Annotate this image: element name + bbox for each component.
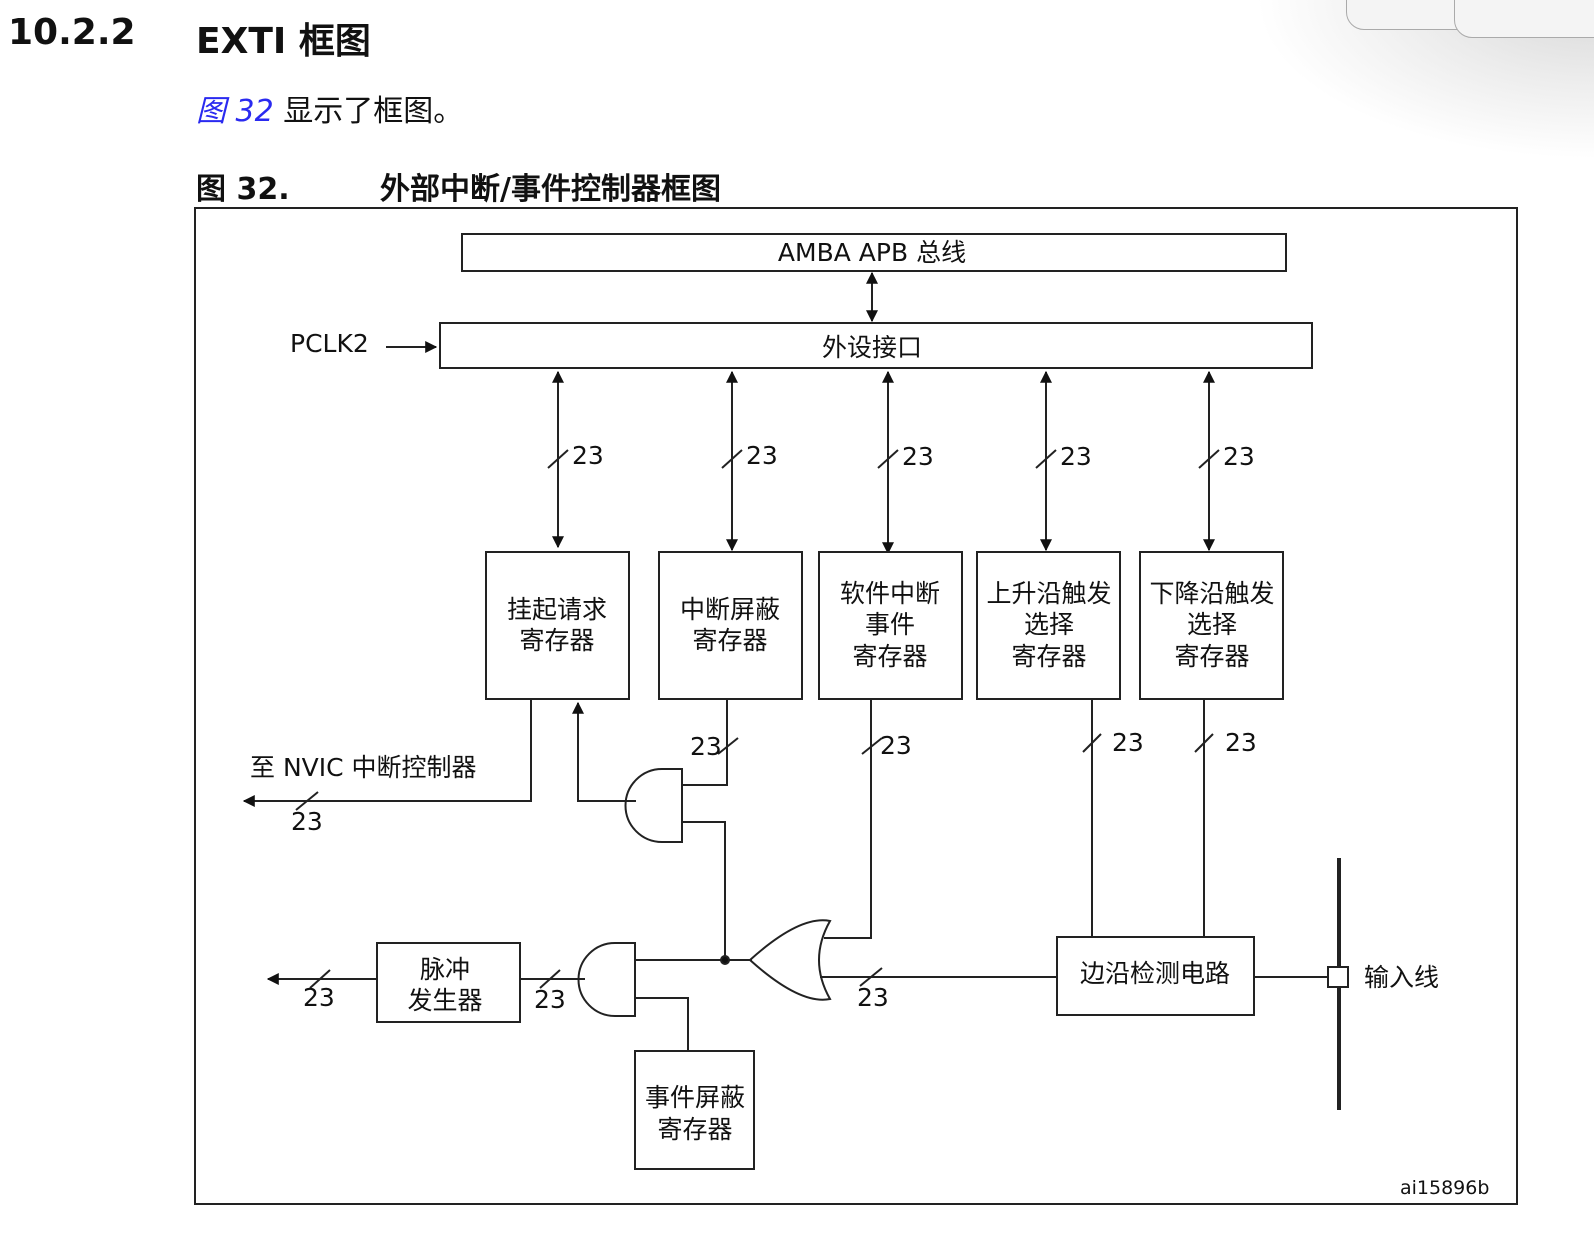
swi-register-label: 事件 <box>865 610 915 639</box>
pulse-generator-label: 发生器 <box>407 986 482 1015</box>
bus-width-label: 23 <box>1112 728 1144 757</box>
bus-width-label: 23 <box>572 441 604 470</box>
pending-register-label: 挂起请求 <box>507 595 607 624</box>
bus-width-label: 23 <box>746 441 778 470</box>
pulse-generator-label: 脉冲 <box>420 955 470 984</box>
bus-width-label: 23 <box>291 807 323 836</box>
bus-width-label: 23 <box>1060 442 1092 471</box>
intro-text: 显示了框图。 <box>273 94 464 129</box>
section-number: 10.2.2 <box>8 12 136 53</box>
event-mask-register-label: 寄存器 <box>657 1115 732 1144</box>
bus-width-label: 23 <box>303 983 335 1012</box>
swi-register-label: 软件中断 <box>840 579 940 608</box>
bus-width-label: 23 <box>1223 442 1255 471</box>
swi-register-label: 寄存器 <box>852 642 927 671</box>
and-to-pending-arrow <box>572 701 636 802</box>
event-and-gate <box>577 942 636 1017</box>
or-gate <box>748 919 832 1001</box>
intro-paragraph: 图 32 显示了框图。 <box>196 86 463 130</box>
figure-id: ai15896b <box>1400 1177 1490 1199</box>
peripheral-interface-box <box>439 322 1313 369</box>
bus-width-label: 23 <box>902 442 934 471</box>
rising-trigger-select-register <box>976 551 1121 700</box>
figure-frame <box>194 207 1518 1205</box>
bus-width-label: 23 <box>1225 728 1257 757</box>
rising-register-label: 上升沿触发 <box>986 579 1111 608</box>
pclk-label: PCLK2 <box>290 329 369 358</box>
pending-request-register <box>485 551 630 700</box>
falling-register-label: 下降沿触发 <box>1149 579 1274 608</box>
falling-register-label: 选择 <box>1187 610 1237 639</box>
falling-register-label: 寄存器 <box>1174 642 1249 671</box>
section-title: EXTI 框图 <box>196 21 371 62</box>
int-mask-register-label: 寄存器 <box>692 626 767 655</box>
event-mask-register <box>634 1050 755 1170</box>
bus-width-label: 23 <box>857 983 889 1012</box>
edge-detect-label: 边沿检测电路 <box>1080 959 1230 988</box>
figure-title: 外部中断/事件控制器框图 <box>380 172 721 207</box>
software-interrupt-event-register <box>818 551 963 700</box>
figure-reference-link[interactable]: 图 32 <box>196 94 274 129</box>
event-mask-register-label: 事件屏蔽 <box>645 1083 745 1112</box>
apb-bus-box <box>461 233 1287 272</box>
bus-width-label: 23 <box>690 732 722 761</box>
input-line-label: 输入线 <box>1364 963 1439 992</box>
rising-register-label: 选择 <box>1024 610 1074 639</box>
int-mask-register-label: 中断屏蔽 <box>680 595 780 624</box>
pulse-generator-box <box>376 942 521 1023</box>
apb-bus-label: AMBA APB 总线 <box>778 238 966 267</box>
interrupt-mask-register <box>658 551 803 700</box>
page-corner-tab-inner <box>1454 0 1594 38</box>
interrupt-and-gate <box>624 768 683 843</box>
pending-register-label: 寄存器 <box>519 626 594 655</box>
figure-number: 图 32. <box>196 172 290 207</box>
nvic-output-line <box>242 699 532 807</box>
falling-trigger-select-register <box>1139 551 1284 700</box>
bus-width-label: 23 <box>534 985 566 1014</box>
input-pin <box>1327 966 1349 988</box>
edge-detect-circuit-box <box>1056 936 1255 1016</box>
peripheral-interface-label: 外设接口 <box>822 333 922 362</box>
rising-register-label: 寄存器 <box>1011 642 1086 671</box>
nvic-label: 至 NVIC 中断控制器 <box>250 753 477 782</box>
bus-width-label: 23 <box>880 731 912 760</box>
